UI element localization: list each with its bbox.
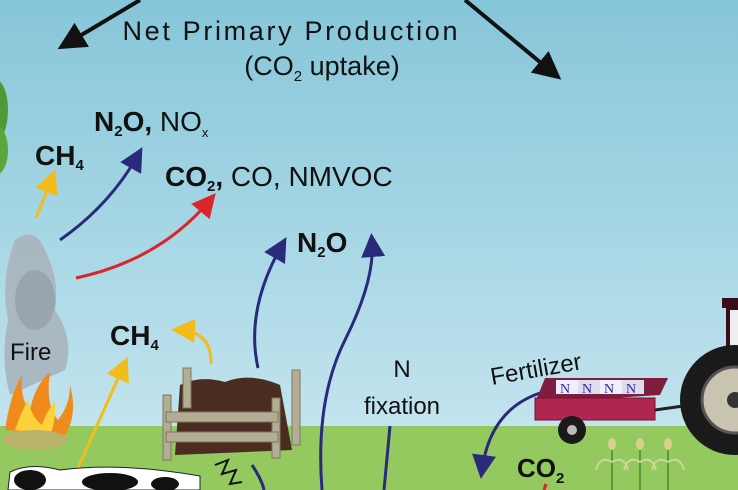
- fertilizer-bag-label: N: [626, 382, 636, 397]
- arrow-fire-co2: [75, 193, 216, 280]
- arrow-fire-n2o: [59, 147, 143, 242]
- fire-co2-co-nmvoc-label: CO2, CO, NMVOC: [165, 161, 393, 195]
- ground-co2-label: CO2: [517, 453, 564, 487]
- smoke-plume: [4, 234, 69, 395]
- fire-label: Fire: [10, 339, 51, 366]
- corn-plants: [595, 438, 685, 490]
- zigzag-icon: [214, 458, 243, 486]
- npp-sublabel: (CO2 uptake): [244, 51, 399, 85]
- arrow-fire-ch4: [34, 169, 58, 219]
- fertilizer-bag-label: N: [582, 382, 592, 397]
- npp-label: Net Primary Production: [123, 16, 458, 46]
- fire-flames-icon: [3, 372, 74, 450]
- arrow-soil-n2o-lower: [250, 464, 266, 490]
- arrow-cow-ch4: [76, 356, 129, 469]
- tree-foliage: [0, 81, 8, 139]
- fertilizer-bag-label: N: [604, 382, 614, 397]
- n-fixation-arrow: [382, 425, 392, 490]
- soil-n2o-label: N2O: [297, 227, 347, 261]
- npp-arrow-left: [57, 0, 142, 50]
- n-fixation-label-2: fixation: [364, 393, 440, 420]
- fertilizer-bag-label: N: [560, 382, 570, 397]
- n-fixation-label-1: N: [393, 356, 410, 383]
- sky: [0, 0, 738, 428]
- arrow-manure-ch4: [171, 318, 213, 365]
- cow: [7, 466, 201, 490]
- tree-foliage: [0, 126, 8, 174]
- arrow-manure-n2o: [253, 237, 287, 369]
- arrow-fertilizer: [472, 391, 541, 479]
- fire-n2o-nox-label: N2O, NOx: [94, 106, 209, 140]
- manure-ch4-label: CH4: [110, 320, 159, 354]
- arrow-soil-n2o: [319, 233, 386, 490]
- manure-pile: [162, 367, 301, 461]
- fire-ch4-label: CH4: [35, 140, 84, 174]
- npp-arrow-right: [463, 0, 562, 80]
- arrow-ground-co2: [542, 483, 548, 490]
- fertilizer-bags: N N N N: [556, 380, 644, 397]
- tractor: [680, 298, 738, 455]
